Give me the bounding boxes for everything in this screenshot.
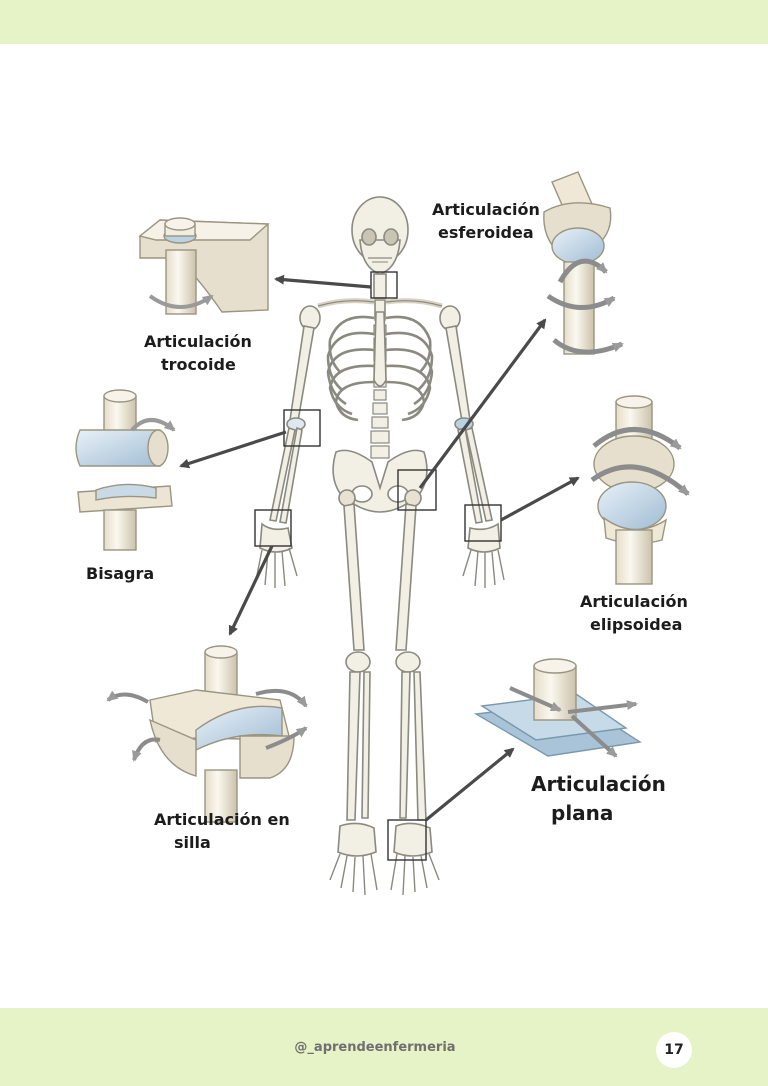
pelvis	[332, 449, 428, 513]
arrow-elipsoidea	[500, 476, 580, 522]
label-bisagra: Bisagra	[86, 564, 155, 583]
box-wrist-right	[464, 504, 502, 542]
skeleton	[255, 196, 505, 896]
label-silla: Articulación en silla	[154, 810, 290, 853]
box-wrist-left	[254, 509, 292, 547]
arrow-esferoidea	[418, 318, 547, 489]
saddle-joint-model	[106, 645, 308, 823]
label-plana: Articulación plana	[531, 772, 666, 825]
label-elipsoidea: Articulación elipsoidea	[580, 592, 688, 635]
plane-joint-model	[473, 658, 642, 758]
ball-socket-joint-model	[543, 171, 624, 355]
page-number: 17	[656, 1032, 692, 1068]
top-band	[0, 0, 768, 44]
hinge-joint-model	[75, 389, 176, 551]
arrow-bisagra	[179, 430, 287, 469]
box-elbow	[283, 409, 321, 447]
ellipsoid-joint-model	[590, 395, 690, 585]
arrow-trocoide	[274, 274, 372, 289]
pivot-joint-model	[138, 217, 270, 315]
label-esferoidea: Articulación esferoidea	[432, 200, 540, 243]
sternum	[373, 311, 387, 387]
joint-highlight-boxes	[254, 271, 502, 861]
box-foot	[387, 819, 427, 861]
footer-handle: @_aprendeenfermeria	[294, 1040, 456, 1055]
left-arm	[255, 305, 321, 588]
box-neck	[370, 271, 398, 299]
arrow-silla	[228, 545, 274, 636]
bottom-band	[0, 1008, 768, 1086]
label-trocoide: Articulación trocoide	[144, 332, 252, 375]
pointer-arrows	[179, 274, 580, 822]
right-leg	[390, 503, 440, 896]
ribcage	[326, 315, 434, 422]
arrow-plana	[424, 747, 515, 822]
box-hip	[397, 469, 437, 511]
skull	[351, 196, 409, 275]
left-leg	[329, 503, 378, 896]
